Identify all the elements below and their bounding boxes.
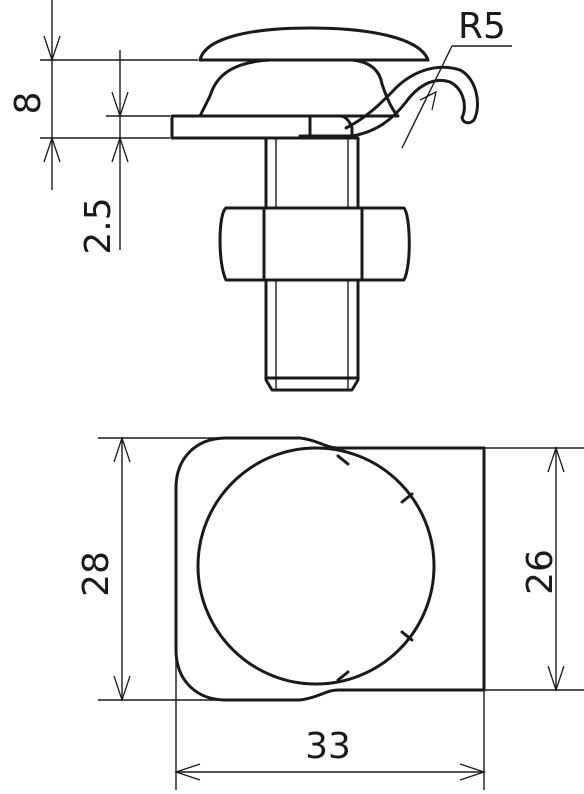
- hex-nut: [218, 206, 411, 282]
- dome-cap: [198, 26, 430, 62]
- saddle-body: [198, 58, 400, 118]
- dim-label-r5: R5: [458, 6, 506, 47]
- circle-ticks: [336, 454, 414, 682]
- plan-view: 28 26 33: [76, 435, 584, 790]
- dim-label-33: 33: [305, 726, 351, 767]
- dim-label-28: 28: [76, 551, 117, 597]
- dim-label-2-5: 2.5: [78, 197, 119, 254]
- base-plate: [170, 114, 312, 140]
- dimension-26: 26: [484, 445, 584, 693]
- dimension-2-5: 2.5: [78, 50, 170, 255]
- bolt-head-circle: [196, 446, 436, 686]
- side-view: 8 2.5 R5: [8, 0, 512, 392]
- dim-label-8: 8: [8, 92, 49, 115]
- bolt-thread: [264, 278, 360, 392]
- dimension-28: 28: [76, 435, 300, 703]
- dim-label-26: 26: [520, 549, 561, 595]
- radius-callout: R5: [401, 6, 512, 149]
- dimension-33: 33: [173, 660, 487, 790]
- plan-outline: [174, 436, 486, 702]
- hook-curve: [344, 65, 479, 138]
- plate-right: [298, 114, 354, 138]
- dimension-8: 8: [8, 0, 198, 190]
- bolt-shank: [264, 136, 360, 212]
